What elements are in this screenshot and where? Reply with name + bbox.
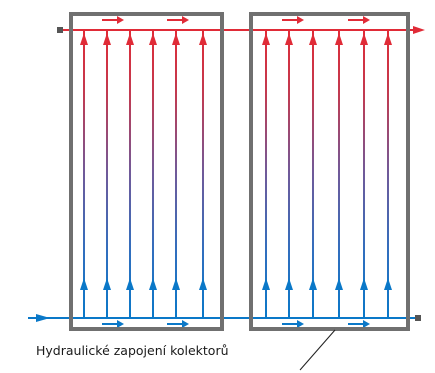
riser-arrow-up-top (103, 33, 111, 45)
flow-arrow-head (297, 16, 304, 24)
riser-arrow-up-bottom (103, 278, 111, 290)
riser-pipe (106, 31, 108, 317)
riser-arrow-up-top (335, 33, 343, 45)
hot-flow-arrow-3 (282, 16, 304, 24)
collector-frame-2 (249, 12, 410, 331)
riser-arrow-up-top (172, 33, 180, 45)
riser-pipe (175, 31, 177, 317)
riser-arrow-up-bottom (126, 278, 134, 290)
riser-1-3 (126, 31, 134, 317)
diagram-caption: Hydraulické zapojení kolektorů (36, 343, 229, 358)
flow-arrow-head (182, 16, 189, 24)
riser-arrow-up-top (384, 33, 392, 45)
riser-2-4 (335, 31, 343, 317)
hot-outlet-arrow (413, 26, 425, 34)
cold-inlet-arrow (36, 314, 50, 322)
riser-arrow-up-top (309, 33, 317, 45)
riser-1-1 (80, 31, 88, 317)
cold-manifold-right-cap (415, 315, 421, 321)
riser-1-4 (149, 31, 157, 317)
riser-2-2 (285, 31, 293, 317)
riser-2-6 (384, 31, 392, 317)
hot-flow-arrow-2 (167, 16, 189, 24)
riser-pipe (265, 31, 267, 317)
riser-arrow-up-top (126, 33, 134, 45)
riser-arrow-up-top (285, 33, 293, 45)
riser-arrow-up-bottom (80, 278, 88, 290)
riser-arrow-up-top (80, 33, 88, 45)
riser-arrow-up-bottom (309, 278, 317, 290)
flow-arrow-head (363, 320, 370, 328)
riser-arrow-up-bottom (384, 278, 392, 290)
riser-arrow-up-bottom (199, 278, 207, 290)
riser-2-1 (262, 31, 270, 317)
hot-flow-arrow-4 (348, 16, 370, 24)
riser-pipe (202, 31, 204, 317)
riser-1-6 (199, 31, 207, 317)
riser-pipe (129, 31, 131, 317)
riser-pipe (83, 31, 85, 317)
riser-arrow-up-bottom (285, 278, 293, 290)
riser-group (80, 31, 392, 317)
cold-flow-arrow-2 (167, 320, 189, 328)
riser-pipe (363, 31, 365, 317)
cold-flow-arrow-3 (282, 320, 304, 328)
caption-leader-line (299, 329, 336, 371)
flow-arrow-head (363, 16, 370, 24)
riser-arrow-up-top (199, 33, 207, 45)
hot-manifold-left-cap (57, 27, 63, 33)
flow-arrow-group (102, 16, 370, 328)
cold-flow-arrow-1 (102, 320, 124, 328)
collector-frame-1 (69, 12, 224, 331)
riser-2-3 (309, 31, 317, 317)
riser-arrow-up-bottom (149, 278, 157, 290)
hot-flow-arrow-1 (102, 16, 124, 24)
riser-arrow-up-bottom (172, 278, 180, 290)
cold-flow-arrow-4 (348, 320, 370, 328)
flow-arrow-head (117, 16, 124, 24)
riser-pipe (387, 31, 389, 317)
riser-pipe (312, 31, 314, 317)
riser-1-2 (103, 31, 111, 317)
riser-pipe (152, 31, 154, 317)
flow-arrow-head (117, 320, 124, 328)
flow-arrow-head (182, 320, 189, 328)
riser-2-5 (360, 31, 368, 317)
riser-arrow-up-bottom (262, 278, 270, 290)
riser-1-5 (172, 31, 180, 317)
riser-arrow-up-top (262, 33, 270, 45)
riser-pipe (288, 31, 290, 317)
riser-arrow-up-top (149, 33, 157, 45)
riser-arrow-up-bottom (335, 278, 343, 290)
flow-arrow-head (297, 320, 304, 328)
riser-arrow-up-top (360, 33, 368, 45)
riser-arrow-up-bottom (360, 278, 368, 290)
riser-pipe (338, 31, 340, 317)
